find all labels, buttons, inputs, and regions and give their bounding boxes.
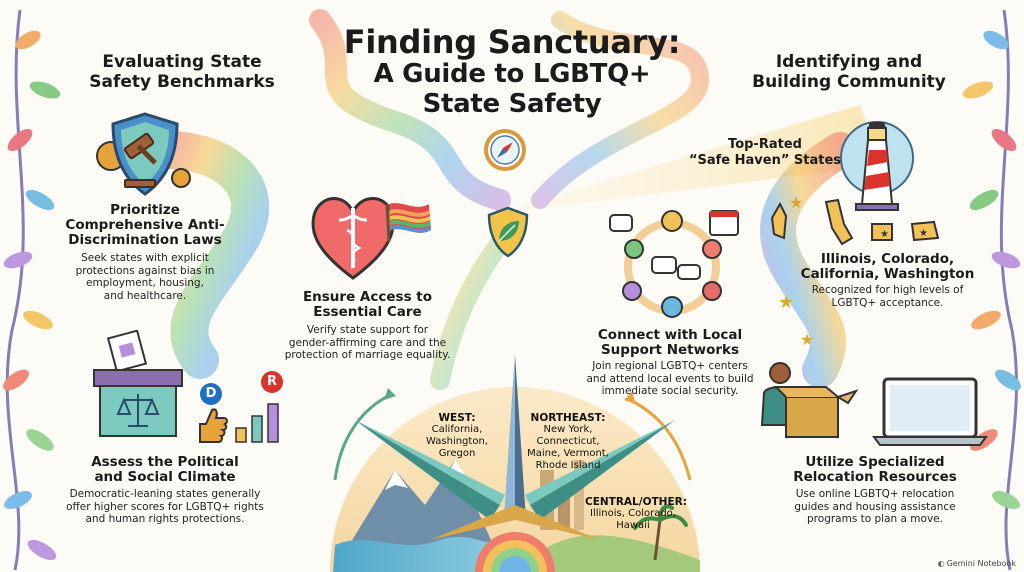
republican-badge: R	[261, 371, 283, 393]
left-section-heading: Evaluating State Safety Benchmarks	[89, 52, 275, 92]
states-title: Illinois, Colorado, California, Washingt…	[800, 251, 975, 282]
right-section-heading: Identifying and Building Community	[752, 52, 946, 92]
svg-text:★: ★	[919, 228, 928, 239]
watermark: ◐Gemini Notebook	[937, 559, 1016, 568]
gavel-shield-icon	[96, 112, 191, 196]
title-line-1: Finding Sanctuary:	[343, 23, 681, 61]
svg-text:★: ★	[789, 193, 803, 212]
relocation-person-box-icon	[760, 362, 859, 438]
democrat-badge: D	[200, 383, 222, 405]
star-icon: ★	[800, 330, 815, 349]
region-central-other: CENTRAL/OTHER: Illinois, Colorado, Hawai…	[585, 496, 687, 531]
networks-title: Connect with Local Support Networks	[597, 327, 743, 358]
heart-caduceus-icon	[311, 197, 431, 280]
state-map-stars-icon: ★ ★ ★	[770, 193, 940, 246]
climate-description: Democratic-leaning states generally offe…	[66, 488, 264, 525]
safe-haven-callout: Top-Rated “Safe Haven” States	[688, 137, 842, 168]
page-title: Finding Sanctuary: A Guide to LGBTQ+ Sta…	[330, 23, 694, 120]
thumbs-up-bar-chart-icon	[199, 403, 279, 443]
region-west: WEST: California, Washington, Gregon	[426, 412, 488, 459]
ballot-box-icon	[93, 330, 183, 437]
care-description: Verify state support for gender-affirmin…	[284, 324, 451, 361]
notebook-icon: ◐	[937, 559, 945, 568]
lighthouse-icon	[840, 121, 914, 211]
star-icon: ★	[778, 292, 795, 313]
leaf-shield-icon	[487, 206, 529, 258]
relocation-description: Use online LGBTQ+ relocation guides and …	[794, 488, 956, 525]
laws-title: Prioritize Comprehensive Anti- Discrimin…	[65, 202, 225, 248]
laws-description: Seek states with explicit protections ag…	[75, 252, 215, 302]
region-northeast: NORTHEAST: New York, Connecticut, Maine,…	[527, 412, 609, 471]
relocation-title: Utilize Specialized Relocation Resources	[793, 454, 957, 485]
networks-description: Join regional LGBTQ+ centers and attend …	[586, 360, 754, 397]
laptop-icon	[872, 377, 988, 446]
climate-title: Assess the Political and Social Climate	[91, 454, 239, 485]
states-description: Recognized for high levels of LGBTQ+ acc…	[811, 284, 964, 309]
title-line-3: State Safety	[422, 89, 602, 119]
compass-icon	[484, 129, 526, 171]
title-line-2: A Guide to LGBTQ+	[373, 59, 651, 89]
community-circle-icon	[609, 210, 739, 318]
svg-text:★: ★	[880, 229, 889, 240]
care-title: Ensure Access to Essential Care	[302, 289, 433, 320]
